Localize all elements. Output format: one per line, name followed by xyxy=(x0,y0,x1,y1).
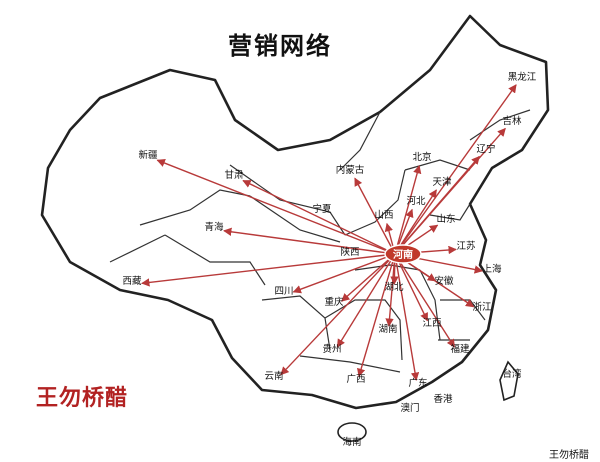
hainan-island xyxy=(337,422,367,442)
route-arrow xyxy=(280,253,396,376)
route-arrow xyxy=(156,159,396,255)
route-arrow xyxy=(394,164,422,255)
route-arrow xyxy=(385,253,396,327)
route-arrow xyxy=(292,253,396,294)
province-label: 湖南 xyxy=(378,323,397,335)
province-label: 香港 xyxy=(433,393,453,405)
route-arrow xyxy=(341,253,396,302)
route-arrows xyxy=(141,84,517,381)
province-label: 辽宁 xyxy=(476,143,495,155)
province-label: 内蒙古 xyxy=(336,164,365,176)
province-label: 广西 xyxy=(346,373,365,385)
province-label: 新疆 xyxy=(138,149,158,161)
province-label: 青海 xyxy=(204,221,224,233)
province-label: 山东 xyxy=(436,213,455,225)
route-arrow xyxy=(223,227,396,255)
province-label: 天津 xyxy=(432,177,452,188)
map-title: 营销网络 xyxy=(228,32,332,60)
route-arrow xyxy=(394,253,420,381)
province-label: 江西 xyxy=(422,318,441,329)
route-arrow xyxy=(336,253,396,348)
route-arrow xyxy=(354,177,396,255)
hub-marker: 河南 xyxy=(384,244,422,264)
province-label: 云南 xyxy=(264,370,283,382)
province-label: 江苏 xyxy=(456,240,476,252)
route-arrow xyxy=(357,253,396,378)
province-label: 宁夏 xyxy=(312,203,332,215)
brand-watermark: 王勿桥醋 xyxy=(36,385,129,411)
image-caption: 王勿桥醋 xyxy=(549,450,589,461)
province-label: 重庆 xyxy=(324,296,344,308)
province-label: 澳门 xyxy=(400,402,419,414)
province-label: 北京 xyxy=(412,151,431,163)
province-label: 陕西 xyxy=(340,246,359,258)
province-label: 上海 xyxy=(482,263,502,275)
province-label: 河北 xyxy=(406,195,426,207)
province-label: 台湾 xyxy=(502,368,522,380)
route-arrow xyxy=(242,179,396,255)
hub-label: 河南 xyxy=(393,248,413,261)
taiwan-island xyxy=(499,360,519,402)
province-label: 安徽 xyxy=(434,275,454,287)
province-label: 湖北 xyxy=(384,282,404,293)
province-label: 吉林 xyxy=(502,115,522,127)
province-label: 黑龙江 xyxy=(508,71,537,83)
province-label: 甘肃 xyxy=(224,169,243,181)
country-outline xyxy=(40,14,550,410)
route-arrow xyxy=(141,253,396,287)
province-label: 四川 xyxy=(274,286,293,297)
route-arrow xyxy=(394,253,456,348)
route-arrow xyxy=(394,253,429,322)
province-label: 福建 xyxy=(450,343,470,355)
province-label: 贵州 xyxy=(322,343,341,355)
province-label: 山西 xyxy=(374,210,393,221)
route-arrow xyxy=(394,127,506,255)
province-label: 西藏 xyxy=(122,275,142,287)
province-label: 海南 xyxy=(342,436,361,448)
route-arrow xyxy=(394,84,517,255)
province-label: 浙江 xyxy=(472,301,492,313)
province-label: 广东 xyxy=(408,377,427,389)
